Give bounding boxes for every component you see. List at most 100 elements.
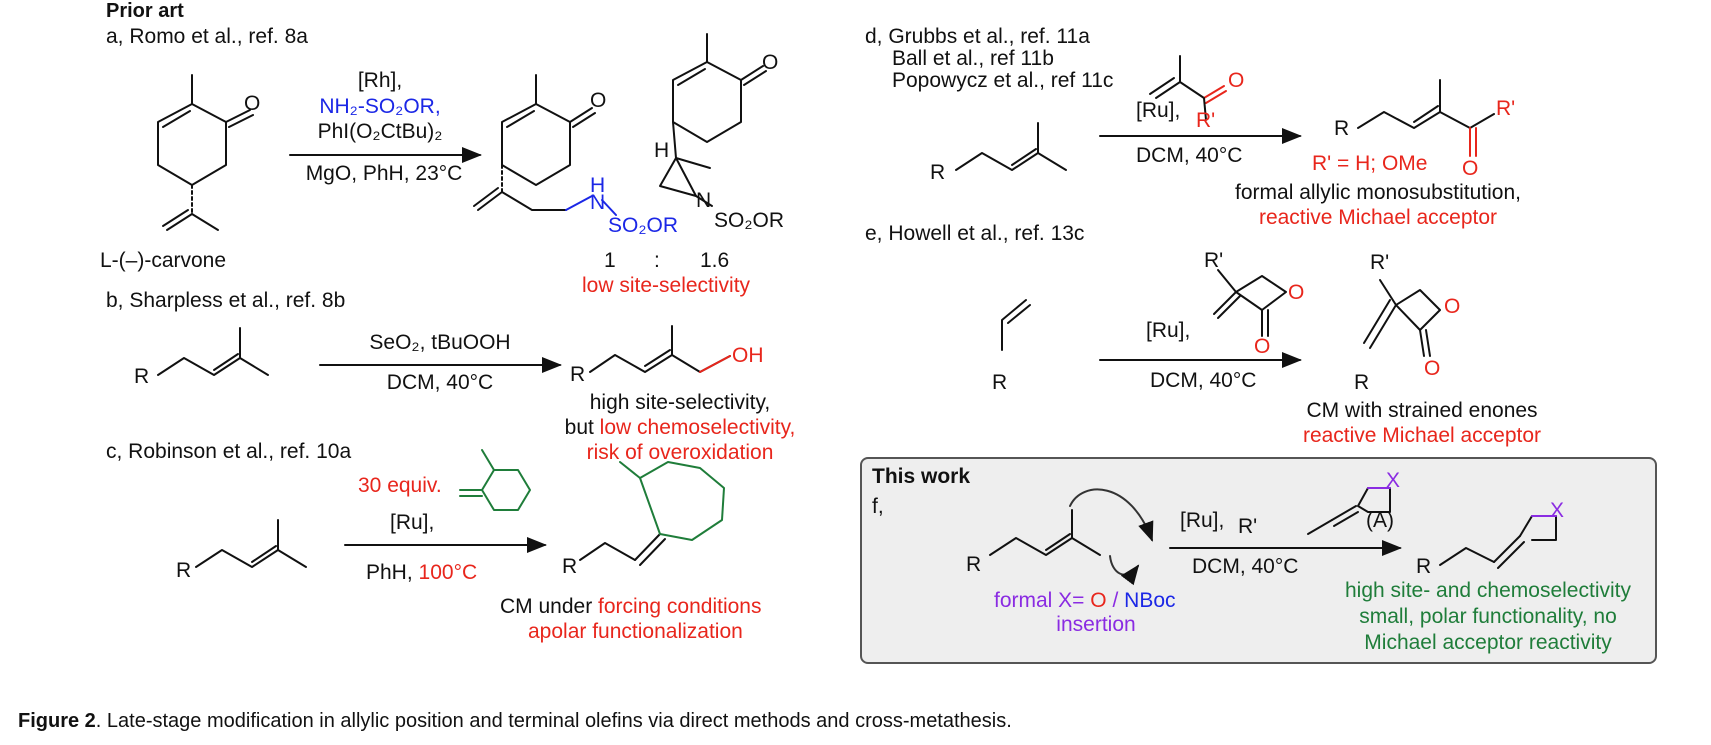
panel-f-reagent-x: X	[1386, 469, 1401, 492]
panel-f-product-r: R	[1416, 555, 1432, 578]
beta-lactone-reagent-e	[1213, 269, 1287, 337]
allylic-alcohol-product	[589, 325, 731, 373]
figure-caption-text: . Late-stage modification in allylic pos…	[95, 710, 1012, 732]
product2-ketone-o: O	[762, 51, 779, 74]
panel-f-note3: Michael acceptor reactivity	[1364, 631, 1612, 654]
panel-e-reagent-ru: [Ru],	[1146, 319, 1191, 342]
prenyl-substrate-f	[989, 509, 1101, 556]
panel-d-label-ball: Ball et al., ref 11b	[892, 47, 1054, 70]
panel-c-note1: CM under forcing conditions	[500, 595, 762, 618]
panel-f-insertion-line1: formal X= O / NBoc	[994, 589, 1176, 612]
enone-product-d	[1357, 79, 1495, 157]
panel-a-reagent-sulfamate: NH₂-SO₂OR,	[319, 95, 441, 118]
panel-e-conditions: DCM, 40°C	[1150, 369, 1257, 392]
panel-f-insertion-line2: insertion	[1056, 613, 1136, 636]
panel-c-product-r: R	[562, 555, 578, 578]
panel-f-reagent-tag: (A)	[1366, 509, 1394, 532]
product1-nh-h: H	[590, 174, 606, 197]
prenyl-substrate-b	[157, 327, 269, 376]
product2-sulfonyl: SO₂OR	[714, 209, 784, 232]
panel-c-label: c, Robinson et al., ref. 10a	[106, 440, 352, 463]
panel-e-reagent-rprime: R'	[1204, 249, 1224, 272]
this-work-title: This work	[872, 465, 971, 488]
carvone-structure	[157, 74, 254, 231]
panel-d-substituent: R' = H; OMe	[1312, 152, 1428, 175]
panel-f-r-group: R	[966, 553, 982, 576]
panel-c-equiv: 30 equiv.	[358, 474, 442, 497]
panel-f-reagent-rprime: R'	[1238, 515, 1258, 538]
panel-e-note2: reactive Michael acceptor	[1302, 424, 1542, 447]
panel-d-reagent-o: O	[1228, 69, 1245, 92]
panel-c-conditions: PhH, 100°C	[366, 561, 478, 584]
panel-e-product-rprime: R'	[1370, 251, 1390, 274]
panel-d-reagent-rprime: R'	[1196, 109, 1216, 132]
panel-c-r-group: R	[176, 559, 192, 582]
panel-b-note2: but low chemoselectivity,	[564, 416, 796, 439]
cm-product-c	[579, 461, 725, 566]
panel-a-conditions: MgO, PhH, 23°C	[305, 162, 463, 185]
oxetane-product-f	[1439, 515, 1557, 569]
figure-caption: Figure 2. Late-stage modification in all…	[18, 710, 1012, 733]
product1-sulfonyl: SO₂OR	[608, 214, 678, 237]
panel-e-reagent-ring-o: O	[1288, 281, 1305, 304]
ratio-right: 1.6	[700, 249, 730, 272]
panel-e-note1: CM with strained enones	[1306, 399, 1538, 422]
ratio-left: 1	[604, 249, 616, 272]
product2-h: H	[654, 139, 670, 162]
panel-a-label: a, Romo et al., ref. 8a	[106, 25, 308, 48]
panel-b-reagents: SeO₂, tBuOOH	[369, 331, 511, 354]
product1-ketone-o: O	[590, 89, 607, 112]
oxetane-reagent-f	[1307, 487, 1391, 535]
ratio-separator: :	[654, 249, 660, 272]
panel-a-reagent-oxidant: PhI(O₂CtBu)₂	[317, 120, 443, 143]
panel-b-note3: risk of overoxidation	[586, 441, 774, 464]
panel-d-product-r: R	[1334, 117, 1350, 140]
prenyl-substrate-c	[195, 519, 307, 568]
figure-caption-label: Figure 2	[18, 710, 96, 732]
panel-f-reagent-ru: [Ru],	[1180, 509, 1225, 532]
panel-e-product-r: R	[1354, 371, 1370, 394]
product2-n: N	[696, 189, 712, 212]
panel-f-label: f,	[872, 495, 884, 518]
panel-b-label: b, Sharpless et al., ref. 8b	[106, 289, 346, 312]
panel-d-product-o: O	[1462, 157, 1479, 180]
panel-d-label-popowycz: Popowycz et al., ref 11c	[892, 69, 1114, 92]
panel-d-product-rprime: R'	[1496, 97, 1516, 120]
panel-e-reagent-carbonyl-o: O	[1254, 335, 1271, 358]
this-work-box	[860, 457, 1657, 664]
insertion-arrow-1	[1069, 488, 1154, 542]
panel-b-r-group: R	[134, 365, 150, 388]
panel-b-oh: OH	[732, 344, 764, 367]
carvone-name: L-(–)-carvone	[100, 249, 227, 272]
panel-c-reagent-ru: [Ru],	[390, 511, 435, 534]
panel-e-product-carbonyl-o: O	[1424, 357, 1441, 380]
methylenecyclohexane-reagent	[459, 449, 531, 511]
panel-e-label: e, Howell et al., ref. 13c	[865, 222, 1085, 245]
carvone-ketone-o: O	[244, 92, 261, 115]
product-amine-structure	[473, 74, 617, 216]
panel-b-note1: high site-selectivity,	[589, 391, 771, 414]
panel-d-label: d, Grubbs et al., ref. 11a	[865, 25, 1090, 48]
panel-f-note1: high site- and chemoselectivity	[1345, 579, 1631, 602]
panel-d-note2: reactive Michael acceptor	[1258, 206, 1498, 229]
panel-d-r-group: R	[930, 161, 946, 184]
panel-f-product-x: X	[1550, 499, 1565, 522]
insertion-arrow-2	[1109, 555, 1140, 586]
terminal-olefin-e	[1001, 299, 1031, 351]
prenyl-substrate-d	[955, 122, 1067, 171]
panel-e-r-group: R	[992, 371, 1008, 394]
methacryl-reagent-d	[1149, 55, 1227, 121]
panel-f-note2: small, polar functionality, no	[1359, 605, 1617, 628]
panel-a-reagent-rh: [Rh],	[357, 69, 403, 92]
panel-d-conditions: DCM, 40°C	[1136, 144, 1243, 167]
panel-b-product-r: R	[570, 363, 586, 386]
panel-c-note2: apolar functionalization	[528, 620, 743, 643]
product1-nh-n: N	[590, 191, 606, 214]
prior-art-title: Prior art	[106, 0, 184, 22]
panel-e-product-ring-o: O	[1444, 295, 1461, 318]
panel-f-conditions: DCM, 40°C	[1192, 555, 1299, 578]
panel-d-reagent-ru: [Ru],	[1136, 99, 1181, 122]
panel-a-note: low site-selectivity	[582, 274, 751, 297]
panel-b-conditions: DCM, 40°C	[386, 371, 494, 394]
